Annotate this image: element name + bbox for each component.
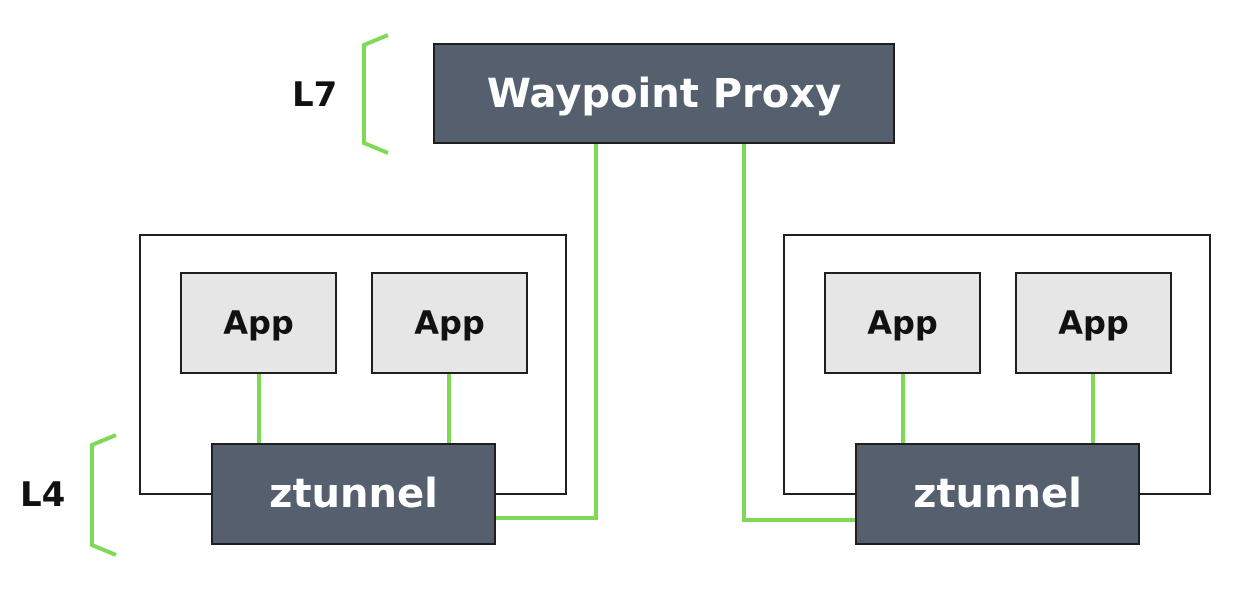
app-label: App [223,304,294,342]
l7-bracket [362,33,389,155]
app-label: App [1058,304,1129,342]
waypoint-proxy-label: Waypoint Proxy [486,70,842,117]
app-label: App [867,304,938,342]
l4-bracket [90,433,117,557]
app-box: App [1015,272,1172,374]
ztunnel-box-right: ztunnel [855,443,1140,545]
l7-label: L7 [292,75,338,115]
app-box: App [371,272,528,374]
ztunnel-label: ztunnel [913,471,1082,517]
l4-label: L4 [20,475,66,515]
ztunnel-box-left: ztunnel [211,443,496,545]
app-label: App [414,304,485,342]
waypoint-left-ztunnel-link [496,144,598,520]
waypoint-right-ztunnel-link [742,144,856,522]
waypoint-proxy-box: Waypoint Proxy [433,43,895,144]
app-box: App [180,272,337,374]
app-box: App [824,272,981,374]
ztunnel-label: ztunnel [269,471,438,517]
